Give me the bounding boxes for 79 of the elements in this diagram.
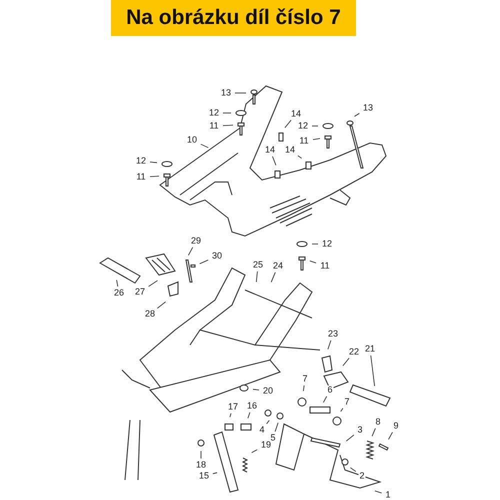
leader-line [234, 92, 246, 94]
callout-number: 16 [246, 402, 258, 410]
callout-number: 10 [186, 136, 198, 144]
leader-line [252, 388, 260, 390]
leader-line [309, 260, 316, 264]
leader-line [200, 144, 209, 148]
leader-line [312, 138, 320, 140]
callout-number: 3 [356, 426, 364, 434]
leader-line [199, 260, 209, 264]
leader-line [230, 413, 232, 418]
leader-line [156, 301, 166, 309]
callout-number: 23 [327, 330, 339, 338]
callout-number: 12 [135, 156, 147, 166]
leader-line [200, 450, 202, 459]
callout-number: 13 [220, 88, 232, 98]
callout-number: 17 [227, 402, 239, 412]
leader-line [298, 155, 302, 159]
callout-number: 21 [364, 344, 376, 354]
callout-number: 12 [321, 240, 333, 248]
leader-line [251, 449, 258, 453]
callout-number: 20 [262, 386, 274, 396]
leader-line [328, 340, 332, 350]
leader-line [370, 355, 375, 386]
callout-number: 11 [135, 172, 147, 182]
leader-line [116, 280, 118, 287]
callout-number: 11 [319, 262, 331, 270]
callout-number: 19 [260, 440, 272, 450]
leader-line [266, 420, 270, 424]
callout-number: 5 [270, 434, 276, 442]
leader-line [272, 156, 276, 166]
leader-line [303, 385, 304, 392]
leader-line [148, 280, 158, 287]
leader-line [354, 113, 360, 117]
leader-line [374, 490, 382, 494]
callout-number: 15 [198, 472, 210, 480]
callout-number: 14 [264, 146, 276, 154]
callout-number: 9 [392, 422, 400, 430]
callout-number: 6 [326, 386, 334, 394]
leader-line [323, 396, 328, 403]
leader-line [388, 432, 393, 440]
callout-number: 7 [302, 374, 308, 384]
leader-line [372, 428, 376, 437]
callout-number: 25 [252, 260, 264, 270]
leader-line [248, 412, 250, 419]
callout-number: 14 [284, 146, 296, 154]
callout-number: 14 [290, 110, 302, 118]
leader-line [212, 472, 218, 474]
leader-line [270, 272, 276, 283]
callout-number: 28 [144, 310, 156, 318]
callout-number: 12 [208, 108, 220, 118]
callout-number: 11 [208, 122, 220, 130]
callout-number: 22 [348, 348, 360, 356]
callout-number: 7 [344, 398, 350, 406]
leader-line [222, 112, 232, 114]
leader-line [256, 271, 258, 282]
leader-line [222, 124, 234, 126]
leader-line [284, 120, 292, 128]
callout-number: 26 [113, 288, 125, 298]
leader-line [342, 358, 350, 366]
callout-number: 29 [190, 236, 202, 246]
callout-number: 8 [374, 418, 382, 426]
callout-number: 24 [272, 262, 284, 270]
leader-line [150, 176, 160, 177]
leader-line [274, 422, 278, 432]
callout-number: 27 [134, 288, 146, 296]
callout-number: 13 [362, 104, 374, 112]
callout-number: 2 [358, 472, 366, 480]
leader-line [350, 467, 356, 472]
title-banner: Na obrázku díl číslo 7 [111, 0, 356, 36]
leader-line [188, 246, 194, 256]
callout-number: 1 [384, 490, 392, 500]
leader-line [346, 434, 354, 442]
callout-number: 11 [298, 136, 310, 146]
callout-number: 30 [211, 252, 223, 260]
callout-number: 4 [258, 426, 266, 434]
leader-line [150, 162, 158, 164]
leader-line [340, 408, 344, 412]
callout-number: 12 [297, 122, 309, 130]
callout-number: 18 [195, 460, 207, 470]
